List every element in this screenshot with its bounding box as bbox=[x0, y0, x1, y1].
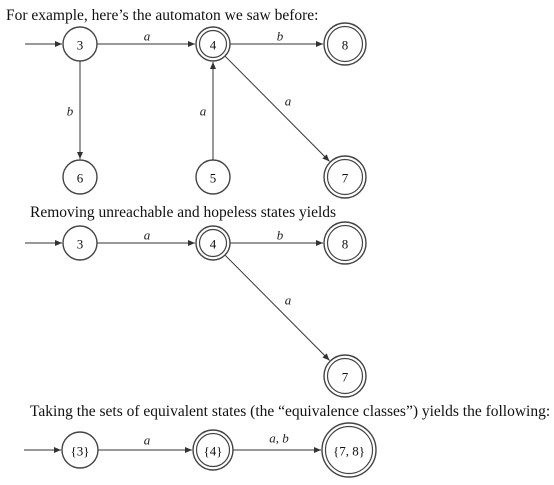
state-circle bbox=[62, 159, 98, 195]
state-circle bbox=[323, 221, 367, 265]
state-c4: {4} bbox=[192, 429, 234, 471]
state-label: {3} bbox=[71, 444, 90, 459]
accepting-ring bbox=[326, 158, 364, 196]
state-label: 8 bbox=[342, 237, 349, 252]
state-label: 7 bbox=[342, 171, 349, 186]
state-8: 8 bbox=[323, 22, 367, 66]
transition-label: b bbox=[67, 104, 74, 119]
intro-text: For example, here’s the automaton we saw… bbox=[6, 7, 319, 24]
state-label: 6 bbox=[77, 171, 84, 186]
transition-label: a bbox=[285, 293, 292, 308]
state-label: 3 bbox=[77, 38, 84, 53]
state-7: 7 bbox=[323, 354, 367, 398]
state-circle bbox=[323, 22, 367, 66]
transition-label: b bbox=[277, 29, 284, 44]
state-3: 3 bbox=[25, 225, 98, 261]
state-label: {4} bbox=[204, 444, 223, 459]
transition-label: a bbox=[144, 433, 151, 448]
state-circle bbox=[323, 354, 367, 398]
state-label: 4 bbox=[210, 237, 217, 252]
state-label: 4 bbox=[210, 38, 217, 53]
original-automaton: a b b a a 3 4 8 6 5 7 bbox=[25, 22, 367, 199]
removing-text: Removing unreachable and hopeless states… bbox=[30, 204, 337, 221]
state-c3: {3} bbox=[24, 431, 99, 469]
transition-label: a, b bbox=[269, 431, 289, 446]
state-4: 4 bbox=[195, 26, 231, 62]
transition-label: a bbox=[200, 104, 207, 119]
transition-label: a bbox=[144, 228, 151, 243]
state-5: 5 bbox=[195, 159, 231, 195]
state-circle bbox=[192, 429, 234, 471]
state-label: 8 bbox=[342, 38, 349, 53]
state-circle bbox=[323, 155, 367, 199]
accepting-ring bbox=[324, 425, 374, 475]
transition-label: b bbox=[277, 228, 284, 243]
trimmed-automaton: a b a 3 4 8 7 bbox=[25, 221, 367, 398]
accepting-ring bbox=[195, 432, 231, 468]
taking-text: Taking the sets of equivalent states (th… bbox=[30, 403, 551, 420]
minimized-automaton: a a, b {3} {4} {7, 8} bbox=[24, 422, 377, 478]
transition-4-to-7 bbox=[224, 254, 330, 361]
accepting-ring bbox=[198, 29, 228, 59]
state-4: 4 bbox=[195, 225, 231, 261]
state-8: 8 bbox=[323, 221, 367, 265]
accepting-ring bbox=[326, 224, 364, 262]
state-label: {7, 8} bbox=[333, 444, 365, 459]
state-c78: {7, 8} bbox=[321, 422, 377, 478]
accepting-ring bbox=[198, 228, 228, 258]
state-circle bbox=[62, 26, 98, 62]
state-circle bbox=[195, 225, 231, 261]
accepting-ring bbox=[326, 25, 364, 63]
state-circle bbox=[195, 26, 231, 62]
transition-4-to-7 bbox=[224, 55, 330, 162]
state-7: 7 bbox=[323, 155, 367, 199]
state-circle bbox=[61, 431, 99, 469]
state-circle bbox=[321, 422, 377, 478]
state-circle bbox=[195, 159, 231, 195]
transition-label: a bbox=[144, 29, 151, 44]
accepting-ring bbox=[326, 357, 364, 395]
state-circle bbox=[62, 225, 98, 261]
state-label: 3 bbox=[77, 237, 84, 252]
state-label: 5 bbox=[210, 171, 217, 186]
transition-label: a bbox=[285, 94, 292, 109]
state-3: 3 bbox=[25, 26, 98, 62]
state-label: 7 bbox=[342, 370, 349, 385]
state-6: 6 bbox=[62, 159, 98, 195]
